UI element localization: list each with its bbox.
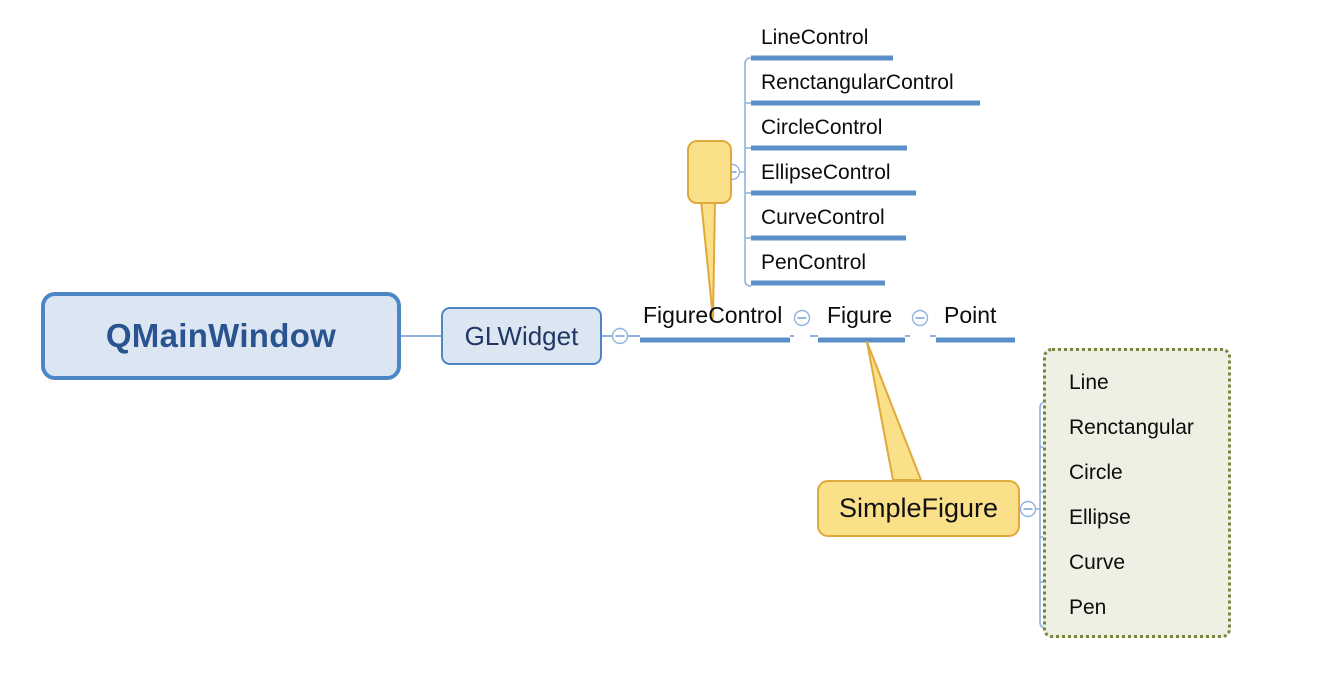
glwidget-collapse-toggle-icon[interactable] [611,327,629,345]
node-point[interactable]: Point [944,304,996,327]
node-ellipsecontrol[interactable]: EllipseControl [761,162,891,183]
node-figure[interactable]: Figure [827,304,892,327]
figurecontrol-collapse-toggle-icon[interactable] [793,309,811,327]
figure-collapse-toggle-icon[interactable] [911,309,929,327]
node-pen[interactable]: Pen [1069,597,1106,618]
node-pen-label: Pen [1069,596,1107,619]
control-branch-spine-lower [744,172,752,287]
control-branch-spine [744,57,752,172]
node-ellipse[interactable]: Ellipse [1069,507,1131,528]
node-linecontrol-label: LineControl [761,26,869,49]
callout-tail-control [700,199,716,319]
figure-group-box [1043,348,1231,638]
node-renctangular-label: Renctangular [1069,416,1194,439]
node-glwidget[interactable]: GLWidget [441,307,602,365]
node-line-label: Line [1069,371,1109,394]
node-circlecontrol-label: CircleControl [761,116,883,139]
node-renctangularcontrol[interactable]: RenctangularControl [761,72,954,93]
node-circle[interactable]: Circle [1069,462,1123,483]
node-curve[interactable]: Curve [1069,552,1125,573]
node-figurecontrol-label: FigureControl [643,302,783,328]
figure-branch-collapse-toggle-icon[interactable] [1019,500,1037,518]
node-circlecontrol[interactable]: CircleControl [761,117,882,138]
callout-control-empty[interactable] [687,140,732,204]
node-renctangularcontrol-label: RenctangularControl [761,71,954,94]
node-curvecontrol-label: CurveControl [761,206,885,229]
node-curvecontrol[interactable]: CurveControl [761,207,885,228]
node-glwidget-label: GLWidget [464,320,579,351]
node-point-label: Point [944,302,997,328]
node-qmainwindow[interactable]: QMainWindow [41,292,401,380]
node-figurecontrol[interactable]: FigureControl [643,304,782,327]
node-pencontrol-label: PenControl [761,251,867,274]
node-line[interactable]: Line [1069,372,1109,393]
node-ellipse-label: Ellipse [1069,506,1131,529]
node-figure-label: Figure [827,302,893,328]
node-pencontrol[interactable]: PenControl [761,252,866,273]
callout-tail-simplefigure [866,341,922,481]
node-renctangular[interactable]: Renctangular [1069,417,1194,438]
node-ellipsecontrol-label: EllipseControl [761,161,891,184]
node-curve-label: Curve [1069,551,1126,574]
node-qmainwindow-label: QMainWindow [105,317,337,354]
node-linecontrol[interactable]: LineControl [761,27,868,48]
node-circle-label: Circle [1069,461,1123,484]
callout-simplefigure-label: SimpleFigure [838,493,999,523]
callout-simplefigure[interactable]: SimpleFigure [817,480,1020,537]
